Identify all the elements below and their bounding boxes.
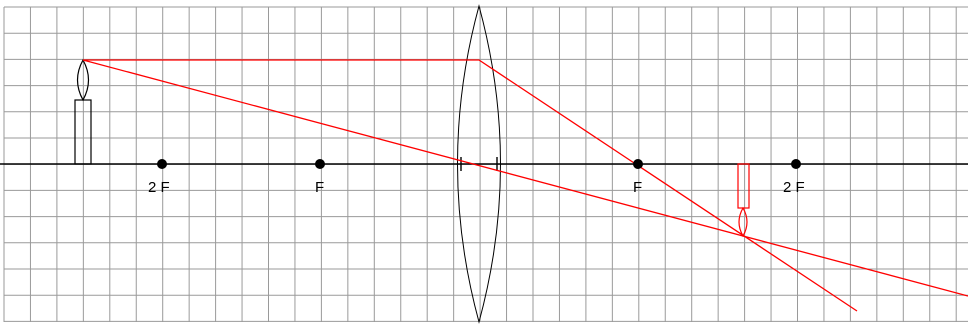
two-f-right-point: [791, 159, 801, 169]
rays: [82, 59, 968, 312]
image-body: [737, 163, 750, 209]
f-left-point: [315, 159, 325, 169]
label-f-left: F: [315, 179, 324, 196]
parallel-ray: [83, 59, 858, 312]
label-two-f-left: 2 F: [148, 179, 170, 196]
central-ray: [82, 59, 968, 297]
convex-lens-icon: [457, 4, 501, 324]
two-f-left-point: [157, 159, 167, 169]
image-flame: [738, 206, 748, 238]
candle-flame: [76, 58, 90, 102]
label-two-f-right: 2 F: [783, 179, 805, 196]
label-f-right: F: [633, 179, 642, 196]
inverted-candle-icon: [737, 163, 750, 238]
f-right-point: [633, 159, 643, 169]
candle-icon: [74, 58, 92, 165]
